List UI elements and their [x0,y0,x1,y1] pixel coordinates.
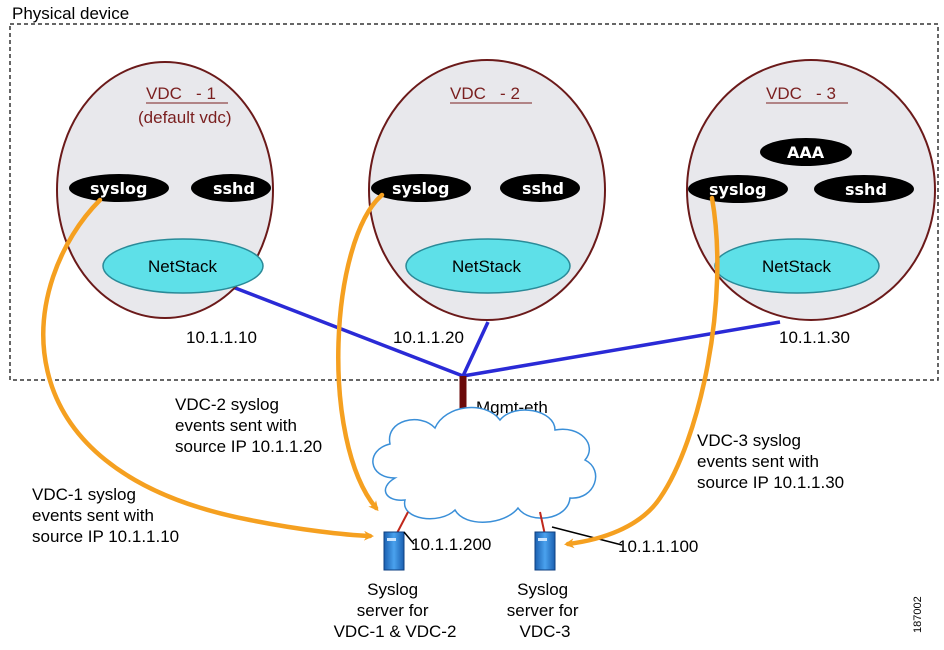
server-2-ip: 10.1.1.100 [618,537,698,556]
vdc-2-netstack-label: NetStack [452,257,521,276]
vdc-3-netstack-label: NetStack [762,257,831,276]
syslog-arrows [41,192,720,549]
physical-device-boundary [9,23,939,381]
vdc-1-syslog-pill [69,174,169,202]
server-2-ip-leader [551,526,623,546]
server-1-caption: Syslog server for VDC-1 & VDC-2 [334,580,457,641]
vdc-3-aaa-pill [760,138,852,166]
server-2-link [539,511,546,536]
vdc-3-netstack [714,238,880,294]
vdc-2-title: VDC - 2 [450,84,520,103]
mgmt-links [229,284,781,378]
link-vdc2 [461,321,490,377]
link-vdc3 [462,320,781,378]
syslog-server-2 [534,526,623,571]
server-2-icon [534,531,556,571]
vdc-1-syslog-arrow [41,197,374,541]
vdc-3-annotation: VDC-3 syslog events sent with source IP … [697,431,844,492]
vdc-1-netstack [102,238,264,294]
vdc-1-syslog-label: syslog [90,179,147,198]
vdc-3: VDC - 3 AAA syslog sshd NetStack [686,59,936,321]
server-1-icon [383,531,405,571]
server-1-ip-leader [403,531,415,545]
vdc-3-title: VDC - 3 [766,84,836,103]
vdc-2-ip: 10.1.1.20 [393,328,464,347]
vdc-1: VDC - 1 (default vdc) syslog sshd NetSta… [56,61,274,319]
vdc-2-sshd-label: sshd [522,179,564,198]
server-2-caption: Syslog server for VDC-3 [507,580,584,641]
vdc-2-sshd-pill [500,174,580,202]
network-cloud [372,406,597,523]
server-1-link [395,511,409,536]
vdc-3-syslog-label: syslog [709,180,766,199]
syslog-server-1 [383,531,415,571]
figure-id: 187002 [912,596,924,633]
vdc-2-annotation: VDC-2 syslog events sent with source IP … [175,395,322,456]
vdc-2-syslog-arrow [336,192,385,512]
vdc-3-sshd-label: sshd [845,180,887,199]
vdc-2-netstack [405,238,571,294]
physical-device-label: Physical device [12,4,129,23]
vdc-1-sshd-pill [191,174,271,202]
vdc-2-syslog-label: syslog [392,179,449,198]
vdc-3-syslog-arrow [564,195,720,549]
vdc-1-title: VDC - 1 [146,84,216,103]
vdc-1-netstack-label: NetStack [148,257,217,276]
vdc-2: VDC - 2 syslog sshd NetStack [368,59,606,321]
vdc-1-ip: 10.1.1.10 [186,328,257,347]
vdc-1-annotation: VDC-1 syslog events sent with source IP … [32,485,179,546]
vdc-3-aaa-label: AAA [787,143,825,162]
vdc-1-sshd-label: sshd [213,179,255,198]
vdc-1-subtitle: (default vdc) [138,108,232,127]
vdc-3-ip: 10.1.1.30 [779,328,850,347]
server-1-ip: 10.1.1.200 [411,535,491,554]
vdc-2-syslog-pill [371,174,471,202]
vdc-3-sshd-pill [814,175,914,203]
link-vdc1 [229,284,464,378]
